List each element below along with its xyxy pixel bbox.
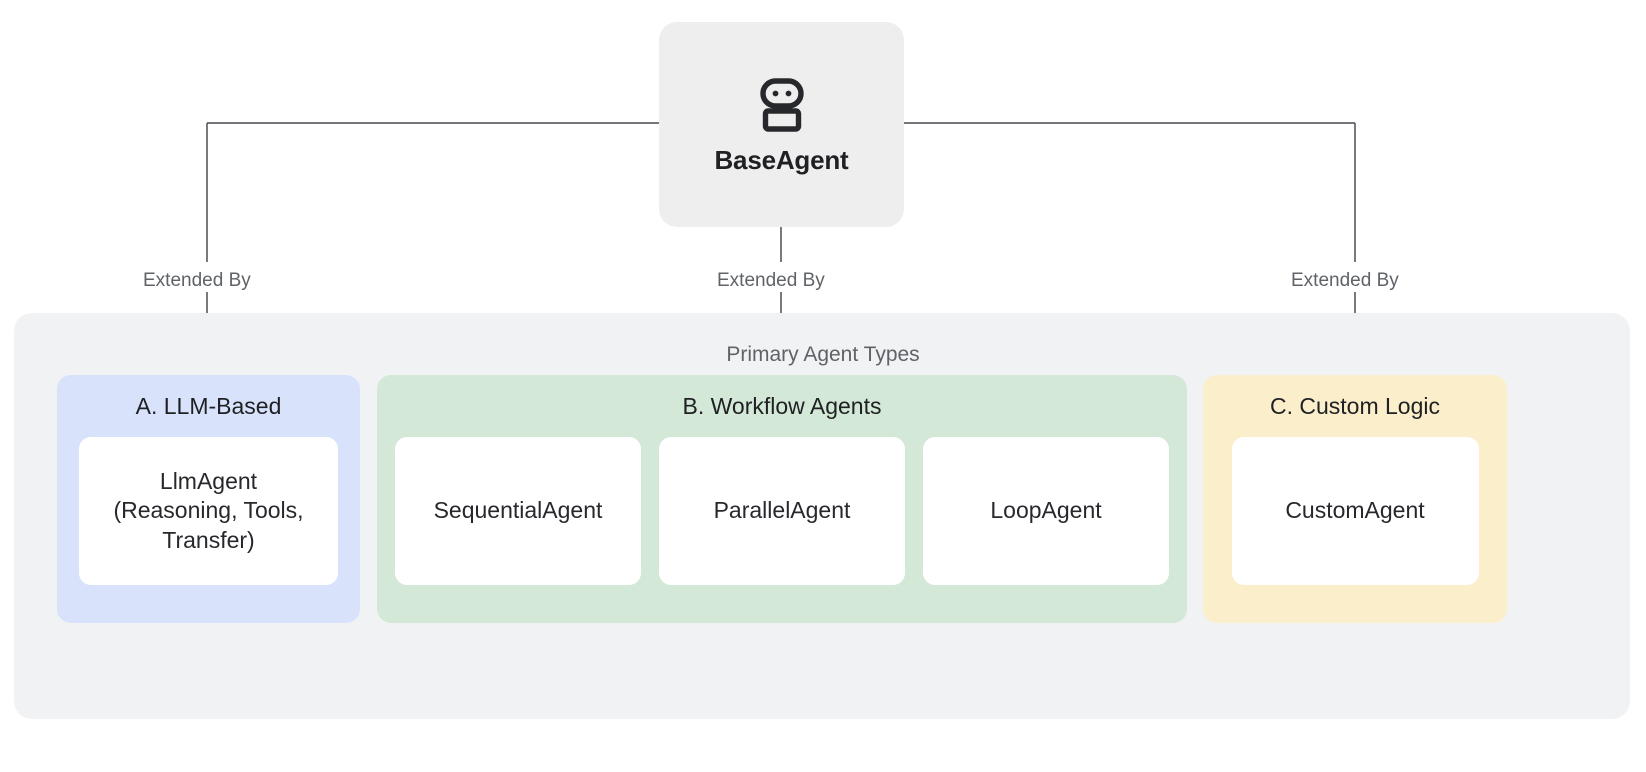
category-items-custom-logic: CustomAgent: [1231, 437, 1479, 585]
group-caption: Primary Agent Types: [726, 343, 920, 366]
agent-card-sequentialagent[interactable]: SequentialAgent: [395, 437, 641, 585]
category-items-workflow-agents: SequentialAgent ParallelAgent LoopAgent: [395, 437, 1169, 585]
agent-card-customagent[interactable]: CustomAgent: [1231, 437, 1479, 585]
category-title-llm-based: A. LLM-Based: [135, 393, 282, 419]
agent-card-loopagent[interactable]: LoopAgent: [923, 437, 1169, 585]
edge-label-workflow-agents: Extended By: [717, 270, 825, 291]
category-items-llm-based: LlmAgent(Reasoning, Tools,Transfer): [79, 437, 338, 585]
agent-card-llmagent[interactable]: LlmAgent(Reasoning, Tools,Transfer): [79, 437, 338, 585]
category-title-workflow-agents: B. Workflow Agents: [682, 393, 882, 419]
edge-label-llm-based: Extended By: [143, 270, 251, 291]
robot-icon: [759, 77, 804, 132]
category-title-custom-logic: C. Custom Logic: [1269, 393, 1440, 419]
base-agent-label: BaseAgent: [714, 144, 849, 175]
agent-card-parallelagent[interactable]: ParallelAgent: [659, 437, 905, 585]
category-custom-logic[interactable]: C. Custom Logic CustomAgent: [1203, 375, 1507, 623]
category-llm-based[interactable]: A. LLM-Based LlmAgent(Reasoning, Tools,T…: [57, 375, 360, 623]
edge-label-custom-logic: Extended By: [1291, 270, 1399, 291]
category-workflow-agents[interactable]: B. Workflow Agents SequentialAgent Paral…: [377, 375, 1187, 623]
base-agent-node[interactable]: BaseAgent: [659, 22, 904, 227]
